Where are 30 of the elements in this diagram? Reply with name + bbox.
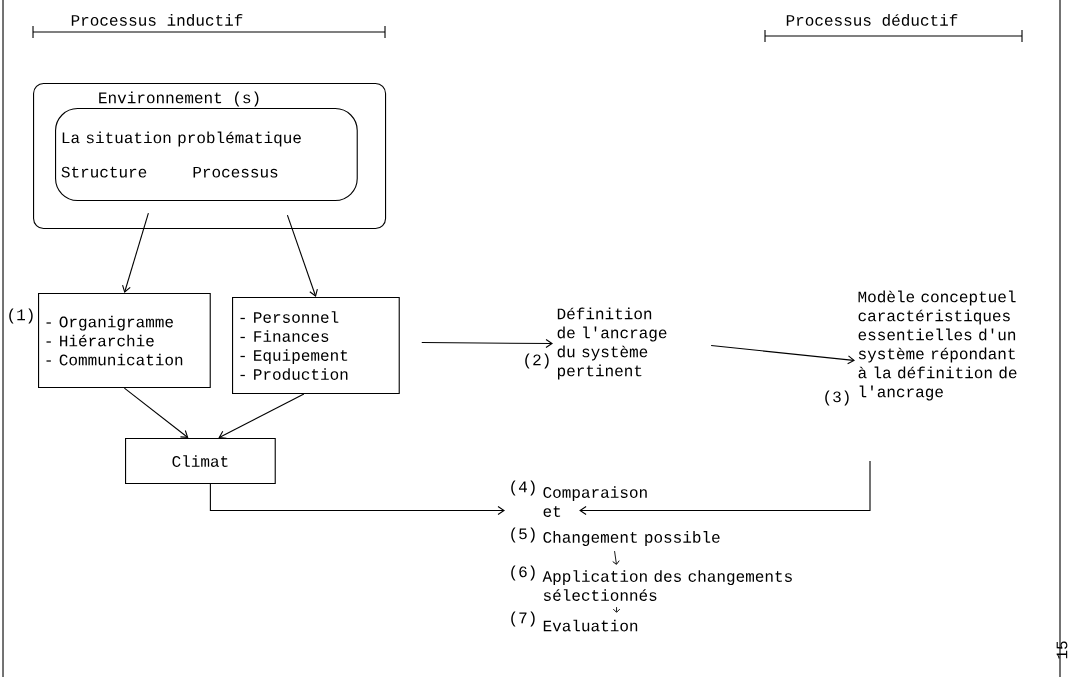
arrow [122,212,149,293]
step-number: (2) [525,353,549,369]
step-text: Comparaison et [543,486,647,517]
step-text: Application des changements sélectionnés [542,570,792,601]
step-number: (5) [511,527,535,543]
step-number: (4) [511,480,535,496]
process-box: Climat [125,438,276,485]
step-text: Définition de l'ancrage du système pertinent [557,307,667,380]
process-box: - Organigramme - Hiérarchie - Communication [38,293,211,389]
situation-box: La situation problématique Structure Processus [55,108,358,202]
arrow [421,338,553,349]
arrow [218,393,305,439]
step-number: (7) [511,611,535,627]
phase-label: Processus inductif [71,14,243,26]
step-number: (3) [825,390,849,406]
step-number: (1) [9,308,33,324]
page-number: 15 [1056,641,1068,659]
arrow [579,460,871,516]
step-text: Evaluation [543,619,638,632]
process-box: - Personnel - Finances - Equipement - Production [232,297,400,395]
arrow [710,345,855,365]
arrow [612,606,621,613]
arrow [612,550,620,565]
phase-label: Processus déductif [786,14,958,26]
arrow [209,483,505,516]
step-number: (6) [511,565,535,581]
step-text: Modèle conceptuel caractéristiques essentielles d'un système répondant à la définition de l'ancrage [858,290,1017,401]
step-text: Changement possible [543,531,720,546]
arrow [123,387,189,438]
arrow [286,214,318,297]
